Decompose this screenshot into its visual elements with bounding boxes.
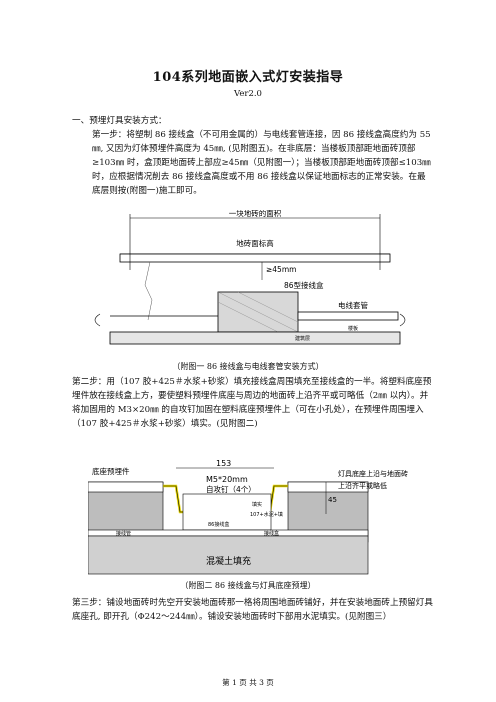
figure-2-diagram: 底座预埋件 153 M5*20mm 自攻钉（4个） 填实 107+水泥+填 86… [88, 459, 408, 575]
fig2-width-dim: 153 [216, 459, 231, 468]
version-label: Ver2.0 [234, 89, 262, 99]
page-footer: 第 1 页 共 3 页 [222, 678, 274, 687]
figure-2-caption: （附图二 86 接线盒与灯具底座预埋） [180, 581, 316, 590]
fig2-lamp-note1: 灯具底座上沿与地面砖 [338, 469, 408, 478]
fig1-conduit-label: 电线套管 [338, 300, 368, 310]
step3-paragraph: 第三步：铺设地面砖时先空开安装地面砖那一格将周围地面砖铺好，并在安装地面砖上预留… [72, 598, 433, 622]
figure-1-caption: （附图一 86 接线盒与电线套管安装方式） [172, 362, 324, 371]
fig2-height-dim: 45 [328, 496, 337, 504]
fig2-lamp-note2: 上沿齐平或略低 [338, 481, 387, 490]
fig2-mortar-label: 填实 [252, 501, 262, 508]
fig1-min-height: ≥45mm [266, 265, 296, 274]
fig2-wire-pipe-label: 接线管 [116, 530, 131, 537]
step1-paragraph: 第一步：将塑制 86 接线盒（不可用金属的）与电线套管连接，因 86 接线盒高度… [92, 130, 431, 196]
fig2-cement-label: 107+水泥+填 [250, 511, 283, 518]
fig1-slab-label: 楼板 [348, 325, 358, 332]
fig2-screw-label: M5*20mm [206, 475, 248, 484]
fig1-one-tile-label: 一块地砖的面积 [229, 210, 282, 218]
fig1-fill-label: 建筑层 [295, 335, 310, 342]
figure-1-diagram: 一块地砖的面积 地砖面标高 ≥45mm 86型接线盒 电线套管 建筑层 楼板 [94, 210, 406, 345]
page-title: 104系列地面嵌入式灯安装指导 [152, 70, 344, 85]
fig2-box86-label: 86接线盒 [208, 521, 229, 528]
fig2-screw2-label: 自攻钉（4个） [206, 484, 256, 494]
fig1-tile-level-label: 地砖面标高 [236, 238, 274, 248]
fig2-base-embed-label: 底座预埋件 [92, 466, 130, 476]
section-heading: 一、预埋灯具安装方式： [72, 116, 167, 126]
fig2-wire-box-label: 接线盒 [264, 530, 279, 537]
step2-paragraph: 第二步：用（107 胶+425＃水浆+砂浆）填充接线盒周围填充至接线盒的一半。将… [72, 377, 432, 429]
fig1-box-label: 86型接线盒 [284, 280, 324, 290]
fig2-floor-fill-label: 混凝土填充 [206, 555, 251, 567]
